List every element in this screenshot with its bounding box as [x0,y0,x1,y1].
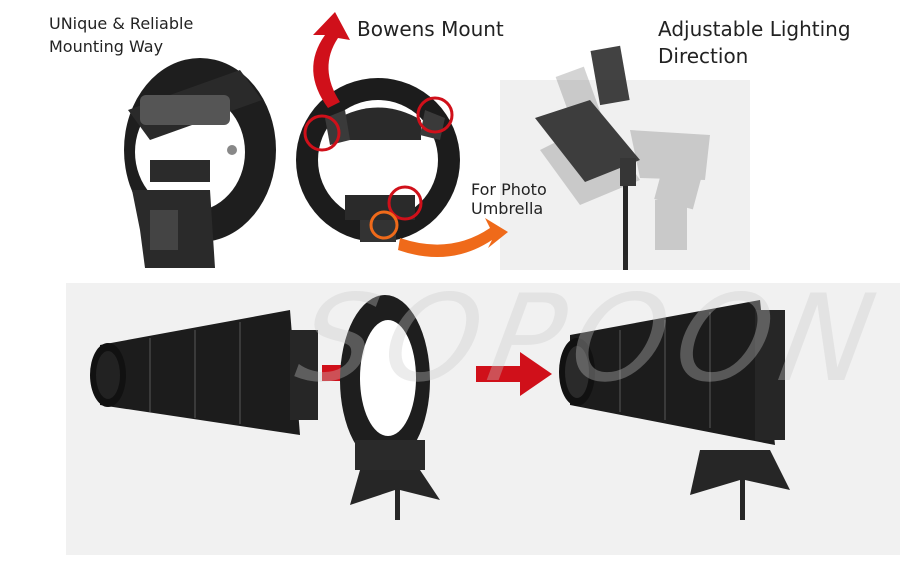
umbrella-caption-line-2: Umbrella [471,199,544,218]
mounting-caption: UNique & Reliable Mounting Way [49,12,193,58]
umbrella-caption-line-1: For Photo [471,180,547,199]
orange-arrow-right [398,218,508,258]
snoot-cone [90,310,318,435]
bracket-on-stand [340,295,440,520]
bowens-ring-front [296,78,460,242]
red-arrow-up [313,12,350,108]
lighting-caption-line-2: Direction [658,44,749,68]
red-arrow-large [476,352,552,396]
bracket-three-quarter-view [124,58,276,268]
lighting-caption: Adjustable Lighting Direction [658,16,851,70]
adjustable-direction-demo [535,45,710,270]
mounting-caption-line-1: UNique & Reliable [49,14,194,33]
umbrella-caption: For Photo Umbrella [471,180,547,218]
mounting-caption-line-2: Mounting Way [49,37,164,56]
lighting-caption-line-1: Adjustable Lighting [658,17,851,41]
brand-watermark: SOPOON [287,270,894,409]
bowens-caption: Bowens Mount [357,17,504,41]
assembled-snoot-on-stand [559,300,790,520]
